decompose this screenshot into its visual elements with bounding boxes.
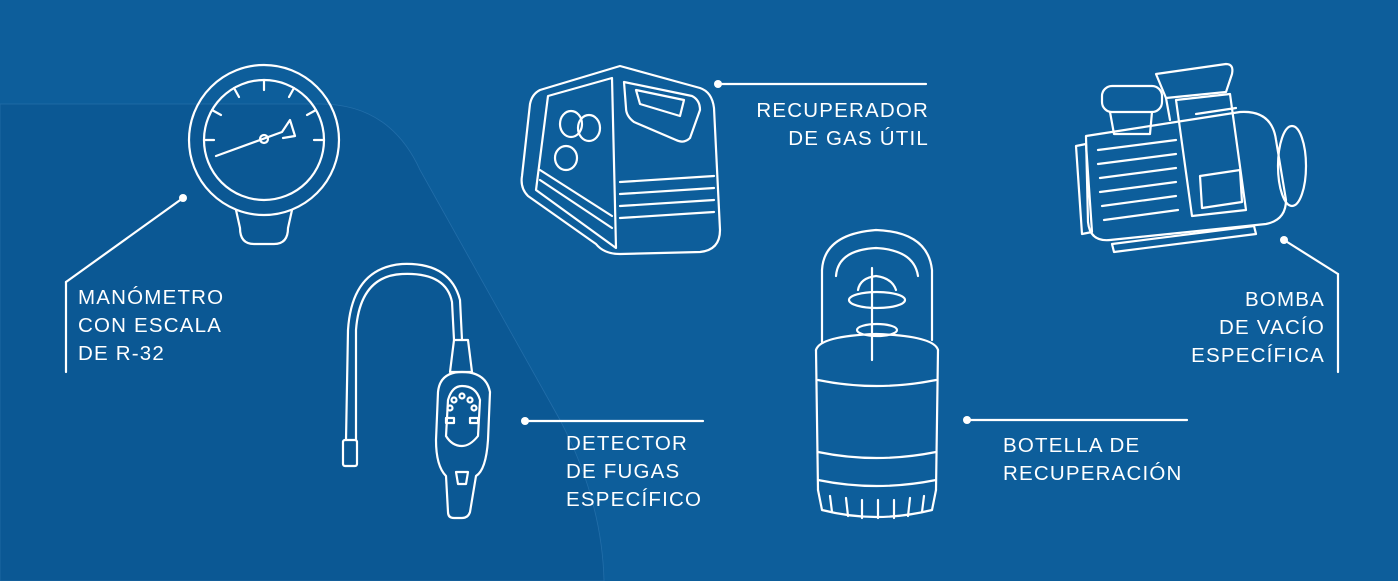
label-botella: BOTELLA DE RECUPERACIÓN [1003,432,1183,488]
pressure-gauge-icon [187,63,341,246]
callout-recuperador [714,80,928,88]
label-line: DE FUGAS [566,460,681,483]
label-recuperador: RECUPERADOR DE GAS ÚTIL [756,97,929,153]
label-line: RECUPERACIÓN [1003,462,1183,485]
label-line: DE R-32 [78,342,166,365]
label-line: DE VACÍO [1218,316,1325,339]
label-manometro: MANÓMETRO CON ESCALA DE R-32 [78,284,224,368]
callout-manometro [64,194,187,374]
callout-botella [963,416,1189,424]
callout-detector [521,417,705,425]
label-line: DETECTOR [566,432,688,455]
gas-recovery-unit-icon [520,64,722,256]
label-line: CON ESCALA [78,314,223,337]
label-line: ESPECÍFICA [1191,344,1325,367]
label-line: BOTELLA DE [1003,434,1141,457]
label-line: MANÓMETRO [78,286,225,309]
recovery-cylinder-icon [814,228,940,520]
callout-bomba [1280,236,1340,374]
label-line: ESPECÍFICO [566,488,703,511]
label-line: DE GAS ÚTIL [788,127,929,150]
leak-detector-icon [341,262,492,520]
label-line: RECUPERADOR [756,99,929,122]
label-detector: DETECTOR DE FUGAS ESPECÍFICO [566,430,702,514]
label-bomba: BOMBA DE VACÍO ESPECÍFICA [1191,286,1325,370]
label-line: BOMBA [1244,288,1325,311]
vacuum-pump-icon [1074,62,1308,254]
